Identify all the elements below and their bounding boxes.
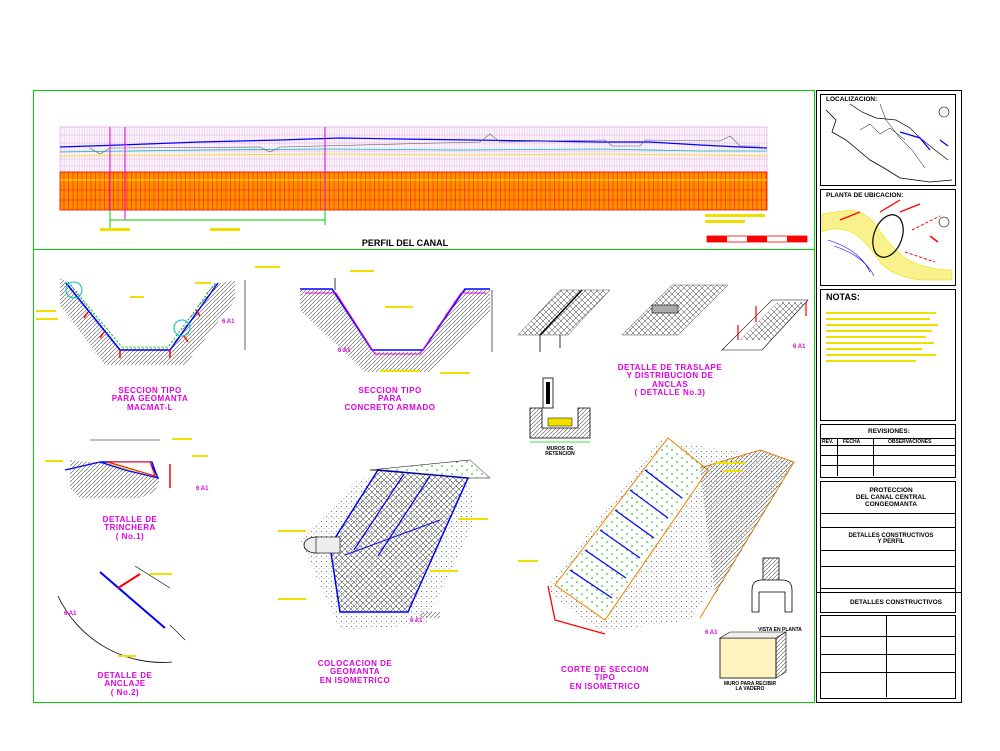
planta-title: PLANTA DE UBICACION: [826, 192, 904, 199]
label-colocacion: COLOCACION DE GEOMANTA EN ISOMETRICO [317, 659, 393, 685]
svg-text:6 A1: 6 A1 [338, 348, 351, 354]
project-title: PROTECCION DEL CANAL CENTRAL CONGEOMANTA [855, 487, 927, 508]
revisiones-title: REVISIONES: [868, 428, 910, 435]
project-subtitle: DETALLES CONSTRUCTIVOS Y PERFIL [848, 533, 934, 546]
label-vista-planta: VISTA EN PLANTA [758, 627, 802, 633]
svg-text:6 A1: 6 A1 [64, 611, 77, 617]
profile-ground-line [59, 137, 768, 149]
rev-col-rev: REV. [822, 439, 834, 445]
label-seccion-geomanta: SECCION TIPO PARA GEOMANTA MACMAT-L [111, 386, 189, 412]
drawing-frame [33, 90, 815, 703]
revisiones-panel [820, 424, 956, 478]
label-corte: CORTE DE SECCION TIPO EN ISOMETRICO [560, 665, 649, 691]
profile-channel-line [59, 148, 767, 153]
rev-col-obs: OBSERVACIONES [888, 439, 932, 445]
notas-title: NOTAS: [826, 292, 860, 302]
label-seccion-concreto: SECCION TIPO PARA CONCRETO ARMADO [344, 386, 436, 412]
sheet-title: DETALLES CONSTRUCTIVOS [850, 599, 942, 606]
label-anclaje: DETALLE DE ANCLAJE ( No.2) [97, 671, 153, 697]
label-muro-recibir: MURO PARA RECIBIR LA VADERO [723, 681, 777, 693]
profile-title: PERFIL DEL CANAL [361, 238, 449, 248]
label-trinchera: DETALLE DE TRINCHERA ( No.1) [102, 515, 158, 541]
svg-text:6 A1: 6 A1 [222, 319, 235, 325]
rev-col-fecha: FECHA [843, 439, 861, 445]
localizacion-title: LOCALIZACION: [826, 96, 878, 103]
label-muros: MUROS DE RETENCION [545, 446, 575, 458]
project-panel [820, 481, 956, 613]
label-traslape: DETALLE DE TRASLAPE Y DISTRIBUCION DE AN… [617, 363, 723, 398]
svg-text:6 A1: 6 A1 [410, 618, 423, 624]
planta-panel [820, 189, 956, 286]
svg-text:6 A1: 6 A1 [705, 630, 718, 636]
sheet-panel [820, 615, 956, 699]
svg-text:6 A1: 6 A1 [793, 344, 806, 350]
frame-divider [33, 249, 814, 250]
svg-text:6 A1: 6 A1 [196, 486, 209, 492]
